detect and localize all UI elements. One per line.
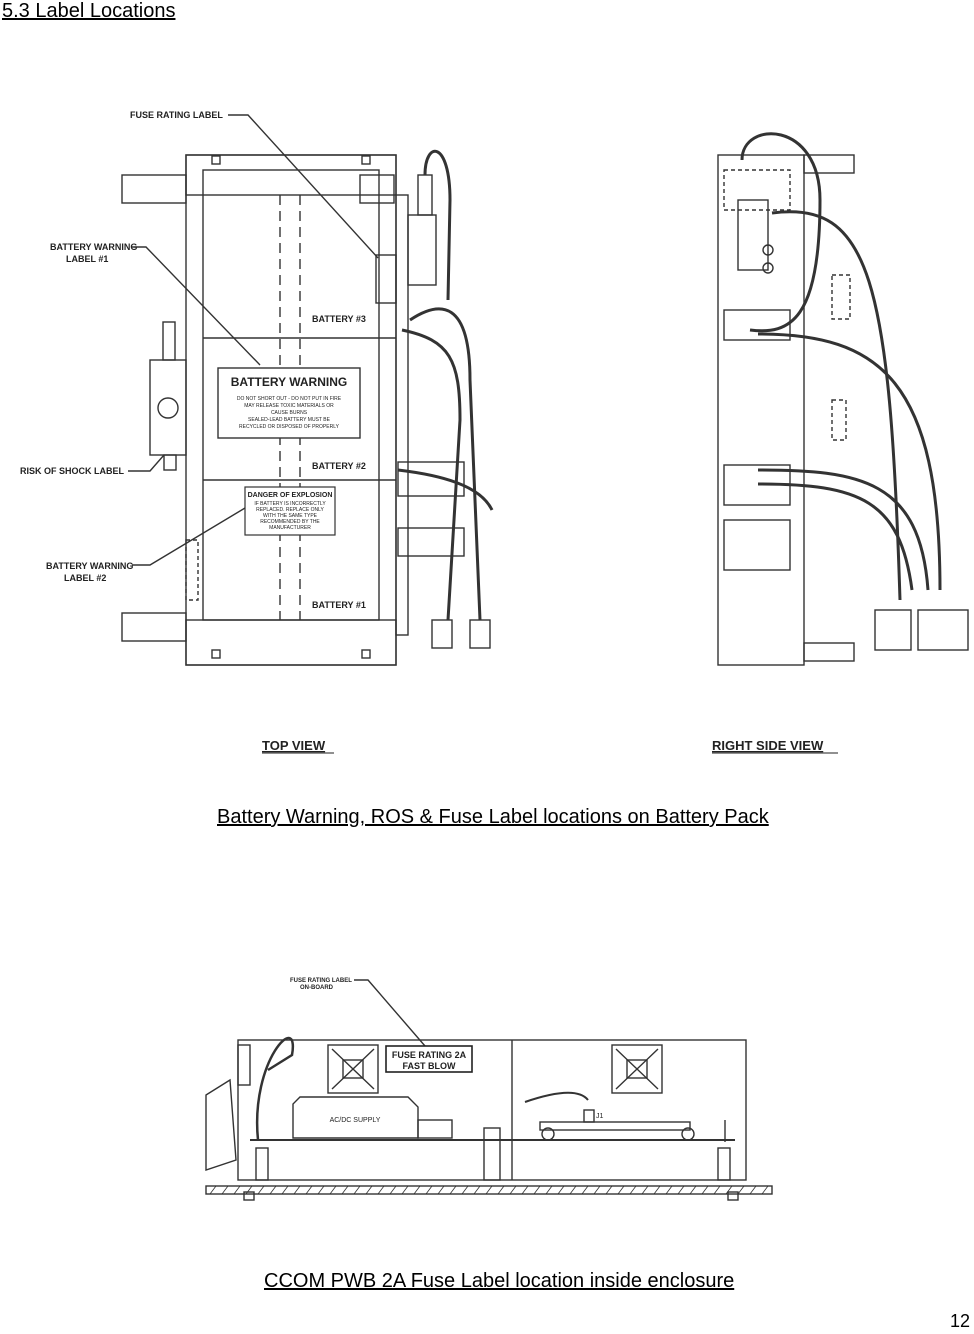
danger-label-line: IF BATTERY IS INCORRECTLY [254, 501, 326, 507]
callout-battery-warning-2-line2: LABEL #2 [64, 573, 106, 583]
warning-label-line: CAUSE BURNS [271, 410, 308, 416]
callout-risk-of-shock-label: RISK OF SHOCK LABEL [20, 466, 125, 476]
danger-label-line: RECOMMENDED BY THE [260, 519, 320, 525]
danger-label-line: WITH THE SAME TYPE [263, 513, 318, 519]
warning-label-line: DO NOT SHORT OUT - DO NOT PUT IN FIRE [237, 396, 342, 402]
callout-battery-warning-1-line2: LABEL #1 [66, 254, 108, 264]
callout-battery-warning-2-line1: BATTERY WARNING [46, 561, 133, 571]
callout-fuse-rating-onboard-line2: ON-BOARD [300, 985, 334, 991]
section-heading: 5.3 Label Locations [2, 0, 176, 22]
callout-battery-warning-1-line1: BATTERY WARNING [50, 242, 137, 252]
danger-label-line: MANUFACTURER [269, 525, 311, 531]
connector-j1-label: J1 [596, 1113, 604, 1120]
callout-fuse-rating-onboard-line1: FUSE RATING LABEL [290, 978, 352, 984]
danger-label-title: DANGER OF EXPLOSION [248, 492, 333, 499]
fuse-label-line1: FUSE RATING 2A [392, 1050, 467, 1060]
figure2-caption: CCOM PWB 2A Fuse Label location inside e… [264, 1270, 735, 1292]
fuse-label-line2: FAST BLOW [403, 1061, 456, 1071]
figure1-caption: Battery Warning, ROS & Fuse Label locati… [217, 806, 769, 828]
battery-1-label: BATTERY #1 [312, 600, 366, 610]
page-number: 12 [949, 1311, 970, 1331]
right-side-view-label: RIGHT SIDE VIEW [712, 738, 824, 753]
warning-label-title: BATTERY WARNING [231, 375, 347, 389]
ac-dc-supply-label: AC/DC SUPPLY [330, 1117, 381, 1124]
danger-label-line: REPLACED. REPLACE ONLY [256, 507, 324, 513]
callout-fuse-rating-label: FUSE RATING LABEL [130, 110, 223, 120]
battery-3-label: BATTERY #3 [312, 314, 366, 324]
warning-label-line: MAY RELEASE TOXIC MATERIALS OR [244, 403, 334, 409]
battery-2-label: BATTERY #2 [312, 461, 366, 471]
top-view-label: TOP VIEW [262, 738, 326, 753]
warning-label-line: SEALED-LEAD BATTERY MUST BE [248, 417, 331, 423]
warning-label-line: RECYCLED OR DISPOSED OF PROPERLY [239, 424, 340, 430]
